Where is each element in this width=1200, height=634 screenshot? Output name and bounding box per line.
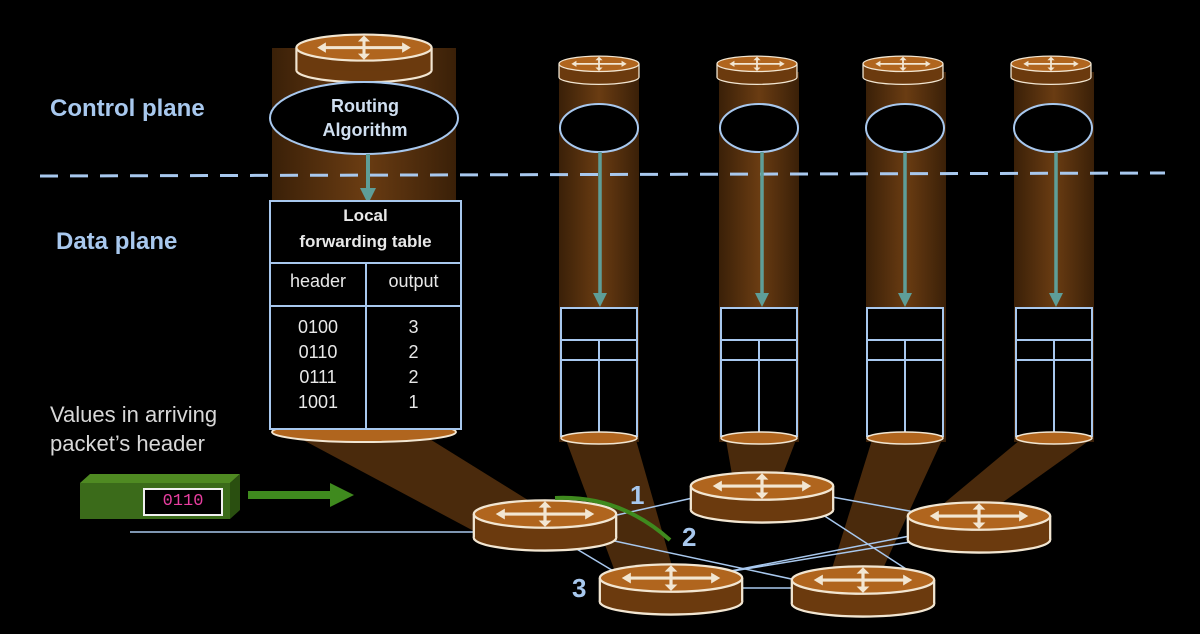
- table-cell-header: 0111: [299, 367, 337, 387]
- beam-diag-4: [930, 440, 1090, 515]
- table-cell-header: 0110: [298, 342, 338, 362]
- column-header-output: output: [388, 271, 439, 291]
- data-plane-label: Data plane: [56, 228, 178, 255]
- table-cell-header: 1001: [297, 392, 339, 412]
- forwarding-table-title: Local forwarding table: [270, 203, 461, 255]
- network-links: [130, 496, 921, 589]
- routing-algorithm-label: Routing Algorithm: [290, 94, 440, 142]
- routing-algorithm-line2: Algorithm: [322, 120, 408, 140]
- table-cell-output: 2: [408, 342, 419, 362]
- table-title-line1: Local: [343, 206, 388, 225]
- table-title-line2: forwarding table: [299, 232, 432, 251]
- remote-router-4: [1010, 54, 1093, 445]
- remote-router-2: [716, 54, 799, 445]
- router-icon: [296, 35, 431, 83]
- router-icon: [689, 470, 835, 525]
- router-icon: [790, 564, 936, 619]
- router-icon: [472, 498, 618, 553]
- arriving-header-line2: packet’s header: [50, 431, 205, 456]
- control-plane-label: Control plane: [50, 95, 205, 122]
- plane-separator: [39, 171, 1166, 178]
- table-cell-header: 0100: [297, 317, 339, 337]
- port-label-3: 3: [572, 573, 587, 603]
- table-cell-output: 2: [408, 367, 419, 387]
- packet-direction-arrow: [248, 483, 354, 507]
- router-icon: [598, 562, 744, 617]
- forwarding-table-frame: [269, 200, 462, 430]
- router-icon: [906, 500, 1052, 555]
- table-cell-output: 3: [408, 317, 419, 337]
- packet-icon: [80, 474, 240, 519]
- routing-algorithm-line1: Routing: [331, 96, 399, 116]
- arriving-header-line1: Values in arriving: [50, 402, 218, 427]
- column-header-header: header: [289, 271, 347, 291]
- table-cell-output: 1: [408, 392, 419, 412]
- port-label-2: 2: [682, 522, 697, 552]
- port-label-1: 1: [630, 480, 645, 510]
- remote-router-3: [862, 54, 945, 445]
- packet-header-value: 0110: [162, 492, 204, 511]
- routing-algorithm-node: [269, 81, 459, 155]
- selected-path: [554, 495, 672, 542]
- arriving-header-note: Values in arriving packet’s header: [50, 400, 217, 458]
- remote-router-1: [558, 54, 640, 445]
